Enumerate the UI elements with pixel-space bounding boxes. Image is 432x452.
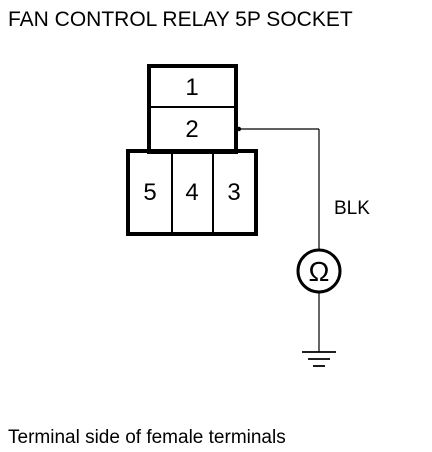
terminal-1-label: 1: [185, 74, 198, 101]
terminal-5-label: 5: [143, 179, 156, 206]
terminal-4-label: 4: [185, 179, 198, 206]
probe-wire: [236, 126, 320, 250]
lower-housing: [126, 149, 258, 236]
diagram-caption: Terminal side of female terminals: [8, 427, 286, 448]
ohmmeter-icon: Ω: [296, 248, 342, 294]
connector-socket: [126, 64, 258, 236]
wire-color-label: BLK: [334, 198, 370, 219]
terminal-2-label: 2: [185, 116, 198, 143]
diagram-title: FAN CONTROL RELAY 5P SOCKET: [8, 8, 353, 31]
terminal-3-label: 3: [227, 179, 240, 206]
ohmmeter-symbol: Ω: [309, 256, 330, 287]
ground-icon: [302, 351, 336, 367]
